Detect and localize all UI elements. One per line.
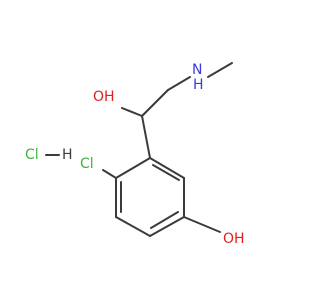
bond-choh-oh	[121, 107, 143, 117]
ring-bond-4-5	[115, 216, 151, 237]
side-hydroxyl-label: OH	[93, 89, 115, 105]
amine-hydrogen-label: H	[193, 77, 204, 93]
bond-n-ch2	[167, 76, 191, 91]
salt-chlorine-label: Cl	[25, 147, 39, 163]
bond-ring-cl	[102, 169, 117, 179]
ring-double-bond-b	[150, 211, 179, 229]
ring-double-bond-a	[152, 164, 180, 181]
ring-bond-3-4	[149, 216, 185, 237]
bond-methyl-n	[207, 62, 233, 78]
ring-chlorine-label: Cl	[80, 156, 94, 172]
ring-bond-6-1	[115, 157, 151, 179]
bond-ch2-choh	[141, 89, 169, 117]
bond-choh-ring	[141, 115, 151, 159]
bond-ring-oh	[183, 216, 221, 233]
ring-hydroxyl-label: OH	[223, 231, 245, 247]
structure-canvas: N H OH Cl OH Cl H	[25, 62, 245, 247]
salt-hydrogen-label: H	[62, 147, 73, 163]
nitrogen-label: N	[192, 62, 202, 78]
ring-bond-1-2	[149, 157, 185, 179]
molecule-drawing: N H OH Cl OH Cl H	[25, 62, 245, 247]
